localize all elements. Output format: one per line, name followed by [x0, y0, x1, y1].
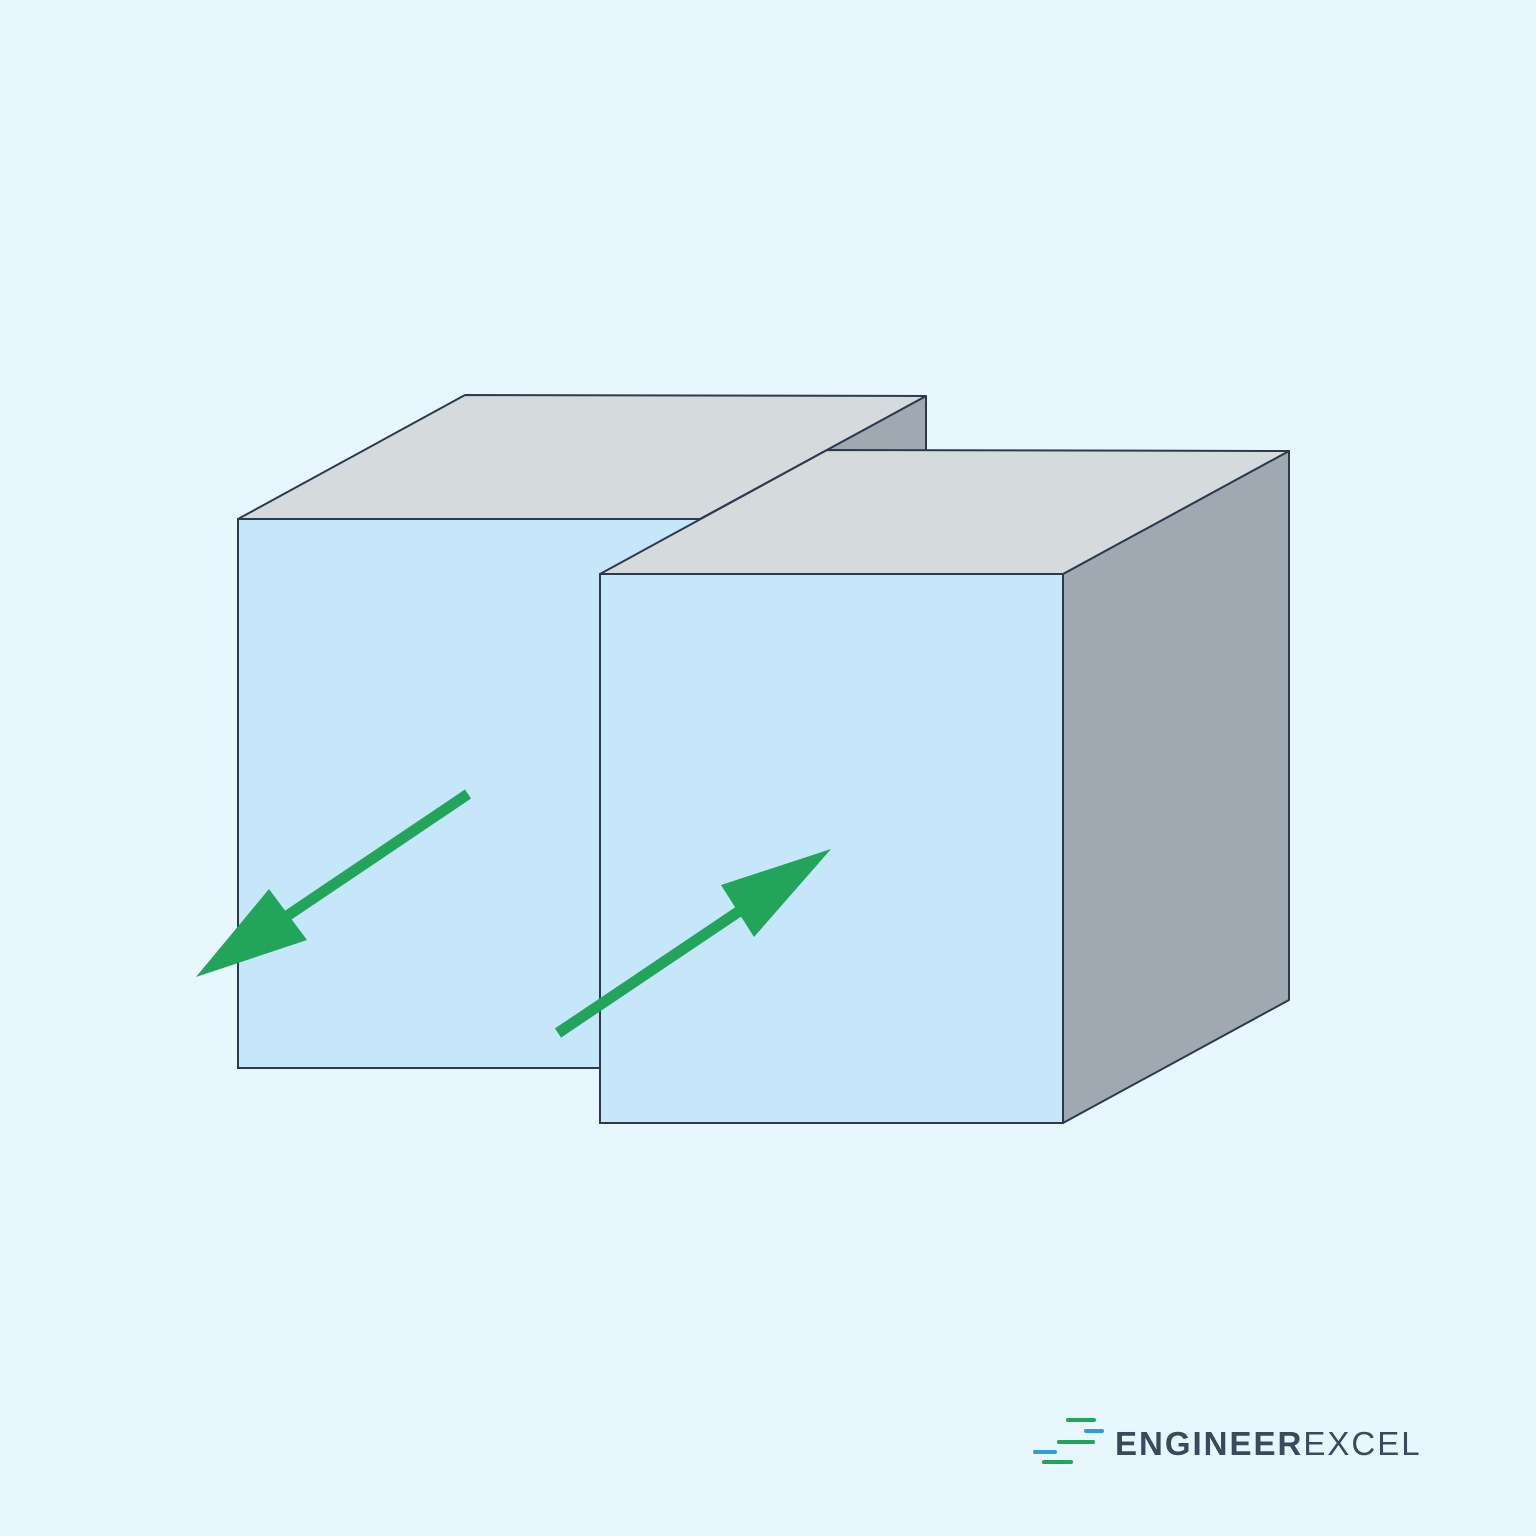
front-block-front-face — [599, 573, 1064, 1124]
brand-name-part1: ENGINEER — [1115, 1425, 1303, 1462]
right-arrow-shaft — [554, 903, 748, 1038]
brand-logo: ENGINEEREXCEL — [1033, 1418, 1422, 1464]
left-arrow-shaft — [280, 789, 472, 923]
left-arrow-head — [196, 889, 307, 977]
brand-name: ENGINEEREXCEL — [1115, 1425, 1422, 1462]
brand-name-part2: EXCEL — [1303, 1425, 1421, 1462]
left-arrow — [196, 789, 472, 977]
right-arrow — [554, 849, 831, 1038]
speed-lines-icon — [1033, 1418, 1104, 1464]
right-arrow-head — [721, 849, 831, 937]
front-block — [599, 449, 1290, 1124]
